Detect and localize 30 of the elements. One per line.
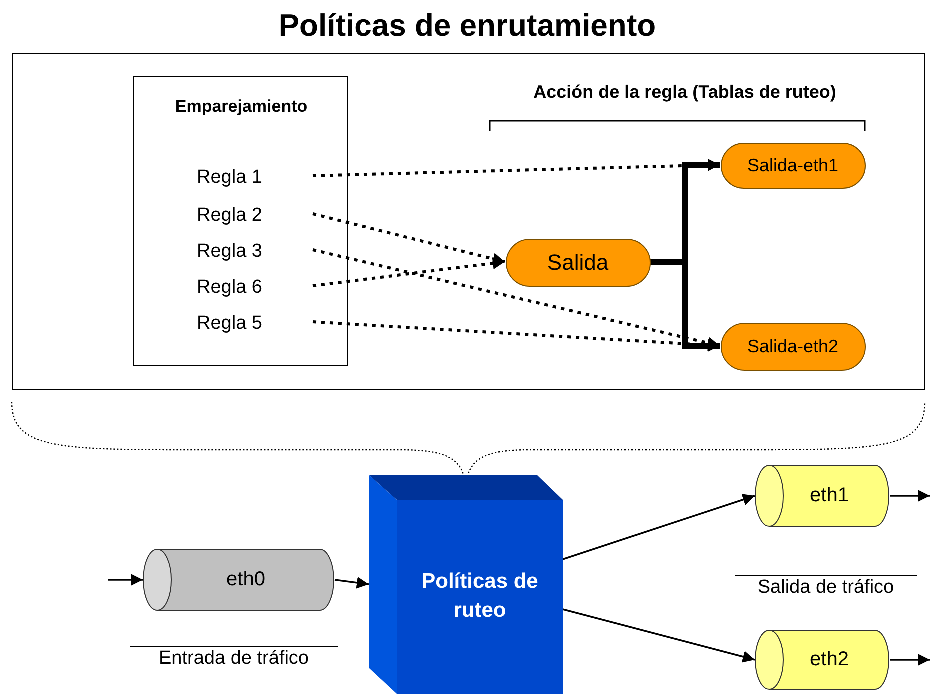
node-label: Salida-eth1 (746, 156, 840, 176)
arrow (890, 490, 930, 502)
dotted-arrow (312, 212, 506, 265)
caption-label: Salida de tráfico (735, 575, 917, 599)
node-label: Salida-eth2 (746, 336, 840, 358)
diagram-title: Políticas de enrutamiento (278, 8, 658, 44)
rule-label: Regla 5 (197, 312, 262, 336)
output-pill (506, 239, 651, 287)
node-label: eth1 (809, 484, 850, 508)
node-label: Políticas de ruteo (420, 569, 540, 624)
output-pill (721, 323, 866, 371)
group-box (133, 76, 348, 366)
frame-box (12, 53, 925, 390)
rule-label: Regla 1 (197, 166, 262, 190)
arrow (562, 494, 756, 560)
caption-label: Entrada de tráfico (130, 646, 338, 670)
rule-label: Regla 2 (197, 204, 262, 228)
output-pill (721, 143, 866, 189)
arrow (562, 608, 756, 663)
rule-label: Regla 6 (197, 276, 262, 300)
arrow (108, 574, 143, 586)
node-label: eth2 (809, 648, 850, 672)
node-label: Salida (546, 250, 610, 276)
dotted-arrow (312, 258, 506, 288)
bracket-label: Acción de la regla (Tablas de ruteo) (532, 82, 838, 103)
node-label: eth0 (226, 568, 266, 592)
rule-label: Regla 3 (197, 240, 262, 264)
arrow (334, 576, 370, 589)
box-heading: Emparejamiento (174, 97, 309, 117)
arrow (890, 654, 930, 666)
